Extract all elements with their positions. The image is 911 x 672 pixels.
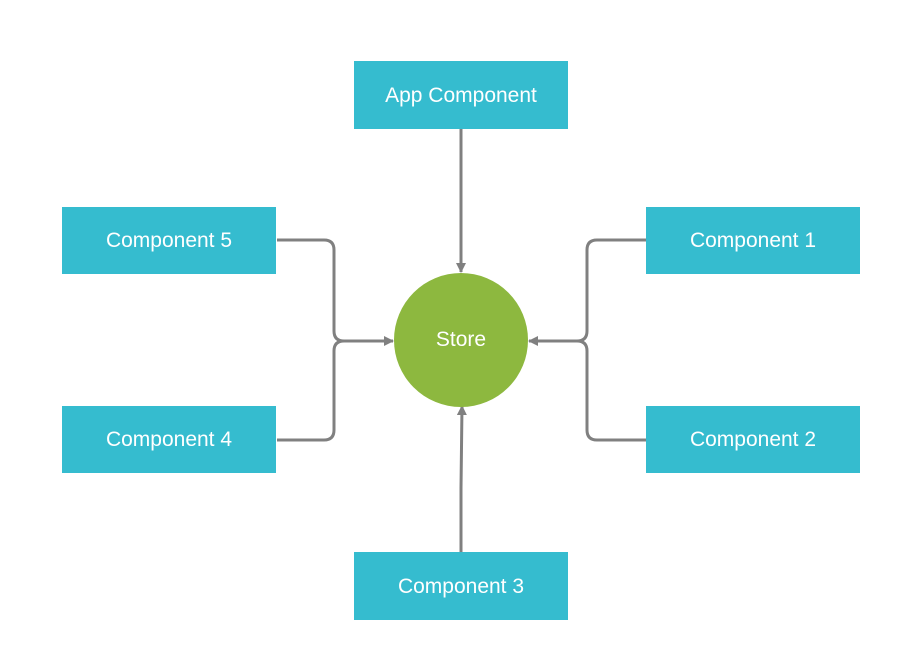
- component-1-label: Component 1: [689, 229, 817, 252]
- connector-component-5-to-store: [277, 238, 394, 346]
- connector-component-3-to-store: [456, 405, 467, 552]
- component-3-node: Component 3: [354, 552, 568, 620]
- component-2-label: Component 2: [689, 428, 817, 451]
- component-1-node: Component 1: [646, 207, 860, 274]
- connector-component-2-to-store: [576, 339, 646, 442]
- store-label: Store: [435, 328, 487, 351]
- component-4-label: Component 4: [105, 428, 233, 451]
- connector-component-1-to-store: [528, 238, 646, 346]
- app-component-label: App Component: [385, 83, 537, 107]
- component-5-label: Component 5: [105, 229, 233, 252]
- component-5-node: Component 5: [62, 207, 276, 274]
- connector-component-4-to-store: [277, 339, 345, 442]
- store-node: Store: [394, 273, 528, 407]
- component-3-label: Component 3: [397, 574, 525, 598]
- component-4-node: Component 4: [62, 406, 276, 473]
- app-component-node: App Component: [354, 61, 568, 129]
- component-2-node: Component 2: [646, 406, 860, 473]
